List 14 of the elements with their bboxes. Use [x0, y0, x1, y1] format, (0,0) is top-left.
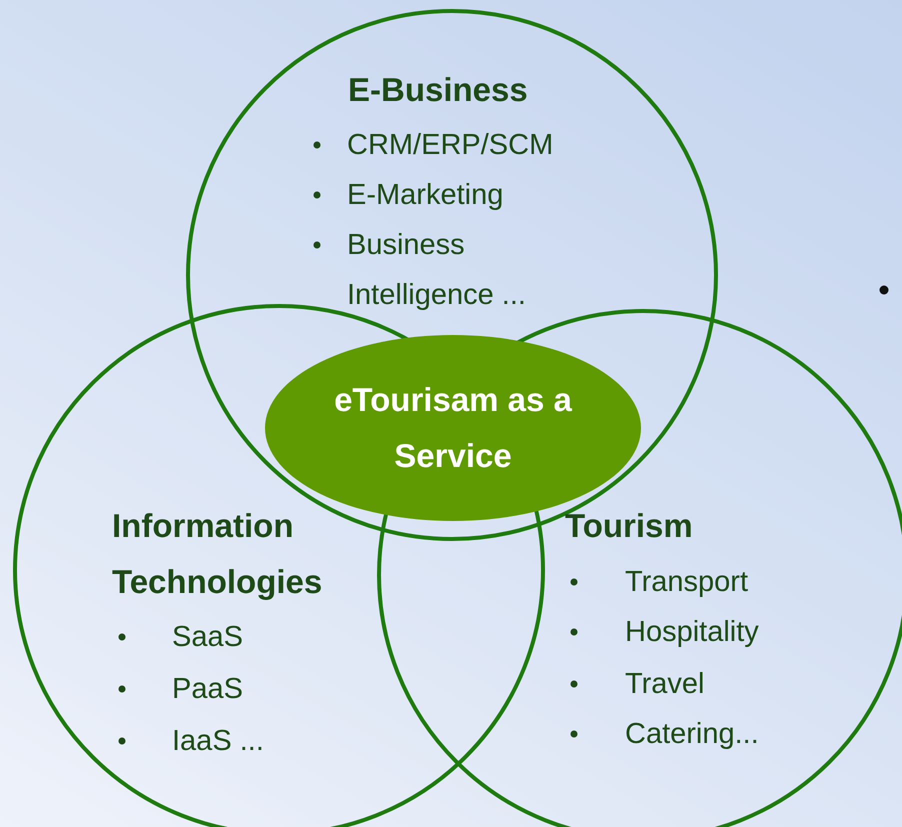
- list-item: Travel: [625, 667, 706, 702]
- list-item: CRM/ERP/SCM: [347, 128, 554, 163]
- list-item: E-Marketing: [347, 178, 504, 213]
- center-label: eTourisam as a Service: [333, 380, 573, 476]
- list-item: Transport: [625, 565, 750, 600]
- list-item: Catering...: [625, 717, 760, 752]
- list-item: Business Intelligence ...: [347, 228, 527, 313]
- circle-heading: Information Technologies: [112, 506, 324, 602]
- list-item: IaaS ...: [172, 724, 265, 759]
- circle-heading: E-Business: [348, 70, 529, 110]
- circle-heading: Tourism: [565, 506, 694, 546]
- list-item: PaaS: [172, 672, 244, 707]
- list-item: SaaS: [172, 620, 244, 655]
- list-item: Hospitality: [625, 615, 760, 650]
